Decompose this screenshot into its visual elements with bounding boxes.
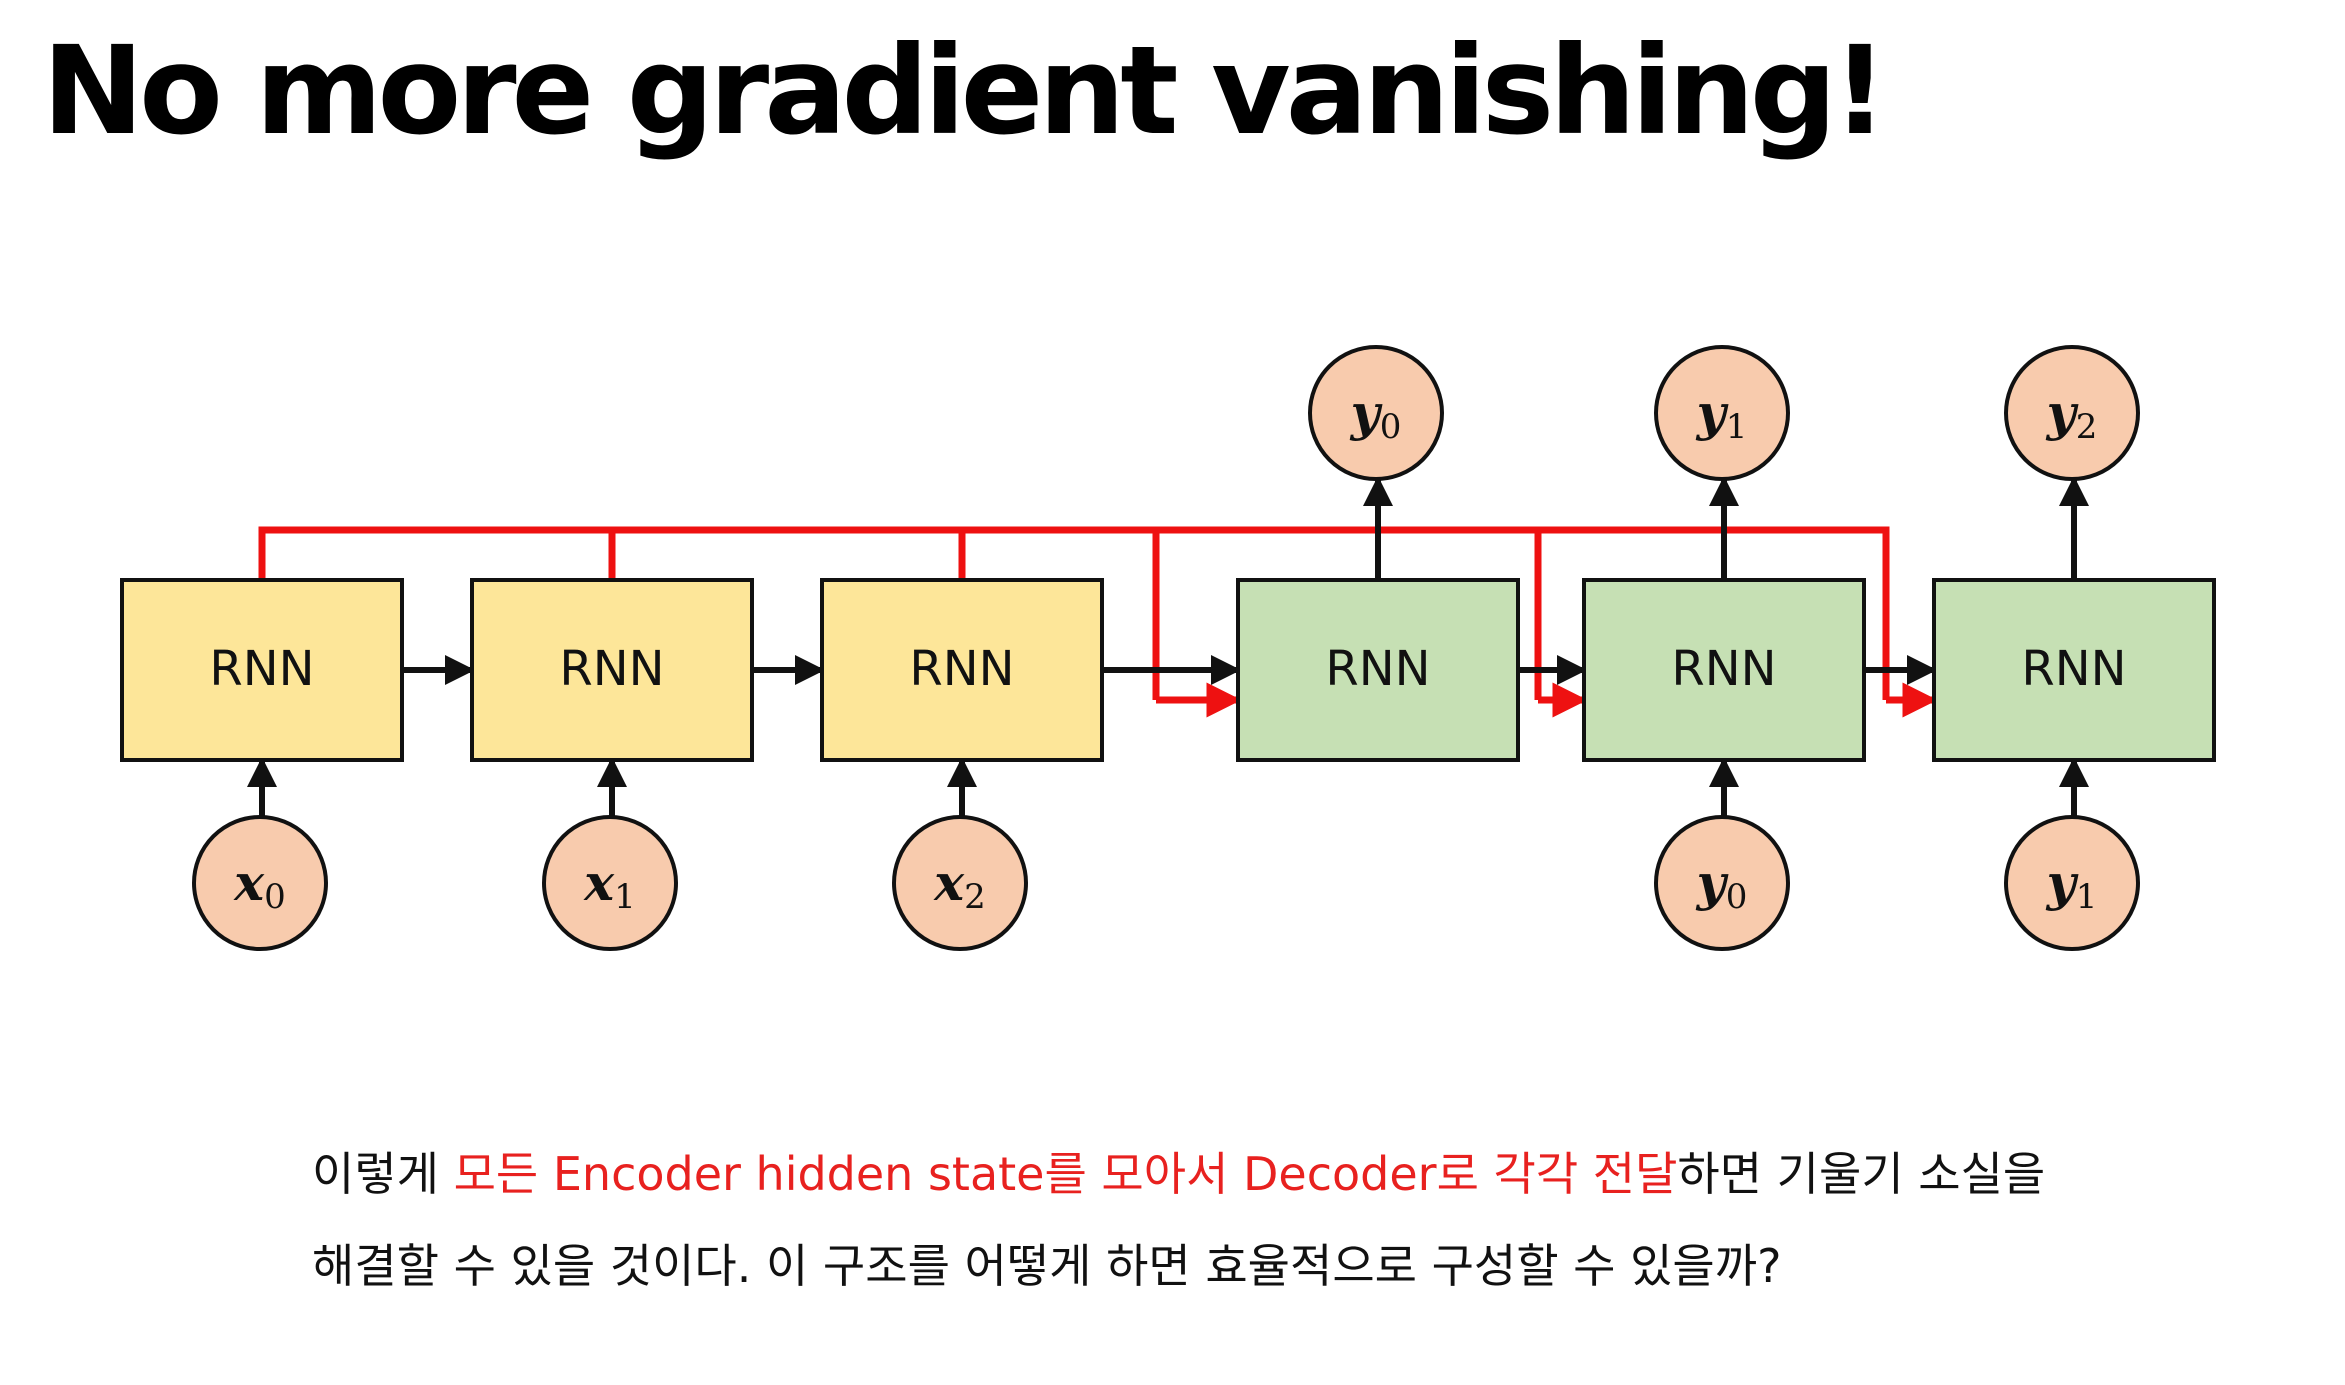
- encoder-cell-1-label: RNN: [559, 641, 664, 697]
- encoder-cell-1: [470, 578, 754, 762]
- caption-line-2: 해결할 수 있을 것이다. 이 구조를 어떻게 하면 효율적으로 구성할 수 있…: [312, 1239, 1782, 1293]
- decoder-cell-1-output-token: [1654, 345, 1790, 481]
- decoder-cell-1: [1582, 578, 1866, 762]
- encoder-cell-1-input-token-label: x1: [583, 853, 635, 917]
- encoder-cell-0-input-token-label: x0: [233, 853, 285, 917]
- decoder-cell-2-label: RNN: [2021, 641, 2126, 697]
- encoder-cell-0-input-token: [192, 815, 328, 951]
- decoder-cell-2: [1932, 578, 2216, 762]
- encoder-cell-2-label: RNN: [909, 641, 1014, 697]
- caption-highlight: 모든 Encoder hidden state를 모아서 Decoder로 각각…: [453, 1147, 1678, 1201]
- slide-title: No more gradient vanishing!: [42, 20, 1888, 162]
- decoder-cell-1-input-token: [1654, 815, 1790, 951]
- encoder-cell-0-label: RNN: [209, 641, 314, 697]
- decoder-cell-1-input-token-label: y0: [1696, 853, 1748, 917]
- encoder-cell-2: [820, 578, 1104, 762]
- skip-bus-line: [258, 526, 1890, 700]
- decoder-cell-2-output-token-label: y2: [2046, 383, 2098, 447]
- decoder-cell-0: [1236, 578, 1520, 762]
- decoder-cell-2-input-token-label: y1: [2046, 853, 2098, 917]
- caption-line-1: 이렇게 모든 Encoder hidden state를 모아서 Decoder…: [312, 1128, 2212, 1220]
- encoder-cell-0: [120, 578, 404, 762]
- decoder-cell-0-output-token: [1308, 345, 1444, 481]
- connections-layer: [247, 476, 2089, 817]
- decoder-cell-0-label: RNN: [1325, 641, 1430, 697]
- encoder-cell-2-input-token-label: x2: [933, 853, 985, 917]
- decoder-cell-0-output-token-label: y0: [1350, 383, 1402, 447]
- tokens-layer: x0 x1 x2 y0 y0 y1 y1 y2: [192, 345, 2140, 951]
- caption-suffix: 하면 기울기 소실을: [1677, 1147, 2046, 1201]
- caption: 이렇게 모든 Encoder hidden state를 모아서 Decoder…: [312, 1128, 2212, 1312]
- encoder-cell-2-input-token: [892, 815, 1028, 951]
- decoder-cell-2-output-token: [2004, 345, 2140, 481]
- encoder-cell-1-input-token: [542, 815, 678, 951]
- caption-prefix: 이렇게: [312, 1147, 454, 1201]
- decoder-cell-1-label: RNN: [1671, 641, 1776, 697]
- decoder-cell-2-input-token: [2004, 815, 2140, 951]
- decoder-cell-1-output-token-label: y1: [1696, 383, 1748, 447]
- cells-layer: RNN RNN RNN RNN RNN RNN: [120, 578, 2216, 762]
